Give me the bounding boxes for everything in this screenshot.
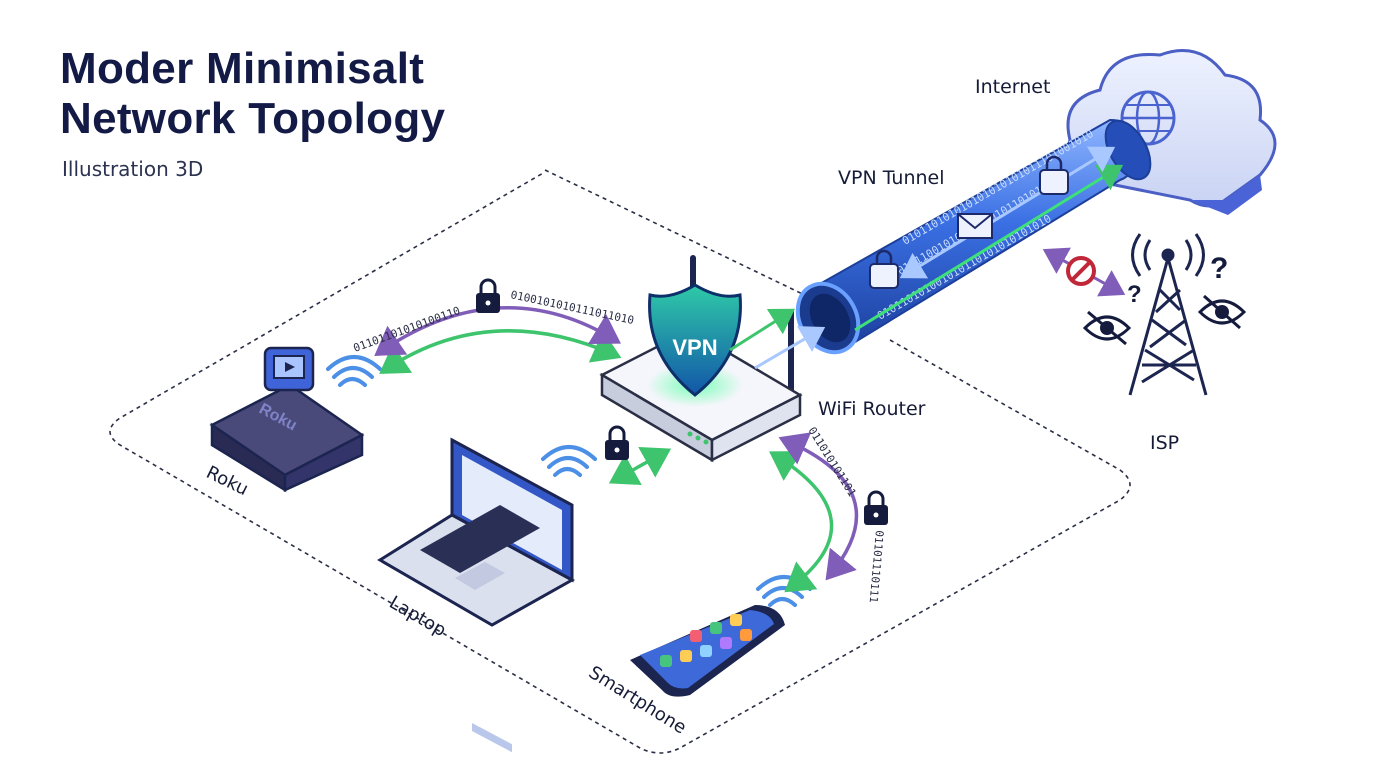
tunnel-lock-icon (869, 249, 899, 289)
envelope-icon (957, 213, 993, 239)
internet-label: Internet (975, 76, 1051, 98)
roku-device-icon: Roku (209, 346, 365, 493)
phone-link-binary-b: 01101110111 (867, 530, 886, 604)
roku-link-binary-a: 01101101010100110 (352, 304, 462, 355)
isp-tower-icon (1128, 233, 1208, 396)
laptop-link-lock-icon (605, 425, 629, 460)
page-subtitle: Illustration 3D (62, 157, 204, 181)
roku-link-lock-icon (476, 278, 500, 313)
tunnel-lock-icon-2 (1039, 155, 1069, 195)
phone-link-lock-icon (864, 490, 888, 525)
smartphone-device-icon (630, 605, 785, 697)
question-mark-icon-2: ? (1210, 252, 1228, 285)
vpn-shield-icon (648, 283, 742, 397)
blocked-eye-icon (1082, 310, 1132, 346)
lan-boundary (109, 169, 1131, 754)
smartphone-wifi-icon (756, 575, 812, 607)
isp-label: ISP (1150, 432, 1180, 454)
laptop-device-icon (377, 437, 576, 753)
roku-wifi-icon (326, 355, 382, 387)
wifi-router-icon: VPN (599, 255, 803, 463)
vpn-shield-label: VPN (672, 335, 717, 360)
wifi-router-label: WiFi Router (818, 398, 926, 420)
laptop-wifi-icon (541, 445, 597, 477)
blocked-eye-icon-2 (1197, 294, 1247, 330)
blocked-access-icon (1042, 247, 1126, 297)
title-line-2: Network Topology (60, 94, 446, 143)
page-title: Moder Minimisalt Network Topology (60, 44, 445, 144)
vpn-tunnel-label: VPN Tunnel (838, 167, 945, 189)
question-mark-icon: ? (1127, 281, 1142, 308)
title-line-1: Moder Minimisalt (60, 44, 425, 93)
